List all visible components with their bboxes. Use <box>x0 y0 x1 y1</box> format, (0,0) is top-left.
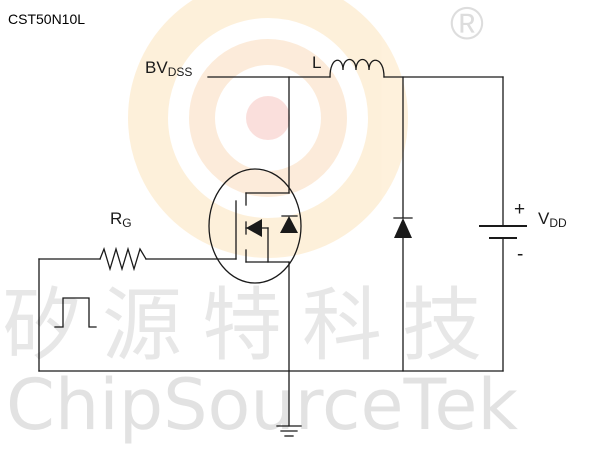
supply-label-sub: DD <box>549 216 567 230</box>
pulse-symbol <box>54 297 97 328</box>
supply-plus-sign: + <box>514 199 526 220</box>
supply-label: VDD <box>538 210 567 229</box>
solid-marks <box>246 216 412 238</box>
bvdss-label-main: BV <box>145 58 168 77</box>
mosfet-arrow <box>246 219 262 237</box>
bvdss-label-sub: DSS <box>167 65 193 79</box>
logo-center <box>246 96 290 140</box>
bvdss-label: BVDSS <box>145 59 192 78</box>
inductor-label: L <box>312 53 322 72</box>
logo-ring-inner <box>189 39 347 197</box>
supply-label-main: V <box>538 209 550 228</box>
resistor-label-main: R <box>110 209 123 228</box>
resistor-label-sub: G <box>122 216 132 230</box>
mosfet-circle <box>208 168 302 284</box>
supply-minus-sign: - <box>517 244 524 265</box>
resistor-zigzag <box>99 246 147 272</box>
inductor-coil <box>329 58 385 78</box>
wires <box>38 58 527 437</box>
part-number-title: CST50N10L <box>8 11 86 27</box>
diode-triangle <box>394 218 412 238</box>
resistor-label: RG <box>110 210 132 229</box>
mosfet-body-diode <box>280 216 298 233</box>
logo-watermark <box>128 0 408 258</box>
